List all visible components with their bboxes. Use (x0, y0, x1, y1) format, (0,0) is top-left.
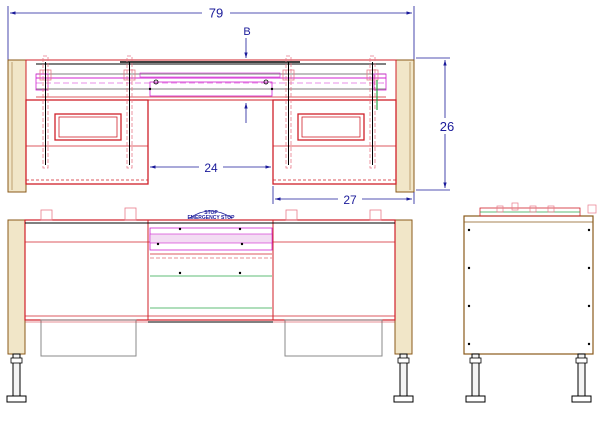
right-module-top (272, 99, 397, 185)
right-module-width-label: 27 (343, 193, 357, 207)
height-dimension: 26 (416, 57, 457, 191)
stop-sub-label: EMERGENCY STOP (187, 215, 235, 221)
right-end-post-top (395, 59, 415, 193)
front-top-clamps (40, 207, 382, 221)
front-view: STOP EMERGENCY STOP (6, 207, 414, 403)
overall-width-dimension: 79 (7, 5, 415, 60)
left-leg-front (6, 219, 27, 403)
clamp-rods (45, 62, 373, 165)
center-gap-label: 24 (204, 161, 218, 175)
side-leg-right (571, 353, 592, 403)
overall-width-label: 79 (209, 6, 223, 21)
hoppers (40, 319, 383, 357)
section-marker-label: B (243, 26, 250, 38)
side-view (463, 202, 597, 403)
side-leg-left (465, 353, 486, 403)
side-top-clamps (496, 202, 597, 214)
emergency-stop-sign: STOP EMERGENCY STOP (187, 210, 235, 221)
guide-clamps (39, 55, 379, 169)
left-end-post-top (7, 59, 27, 193)
right-leg-front (393, 219, 414, 403)
side-bolts (467, 228, 591, 346)
right-module-width-dimension: 27 (272, 186, 415, 207)
height-label: 26 (440, 119, 454, 134)
stop-main-label: STOP (204, 210, 218, 216)
left-module-top (25, 99, 149, 185)
center-gap-dimension: 24 (150, 160, 271, 175)
top-view: 79 B (7, 5, 457, 207)
conveyor-rail-assembly (25, 59, 397, 101)
section-marker: B (243, 26, 251, 123)
center-console-front (149, 227, 273, 309)
